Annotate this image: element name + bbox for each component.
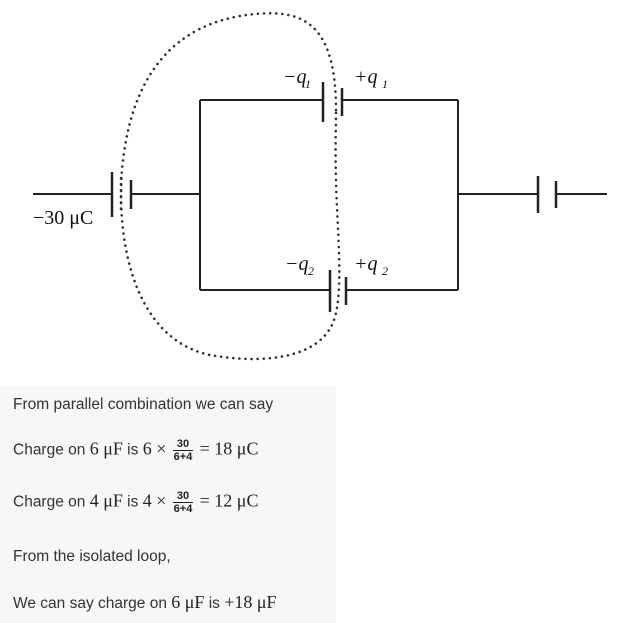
circuit-diagram: −30 μC −q 1 +q 1 −q 2 +q 2: [33, 12, 607, 361]
isolated-loop-outline: [119, 12, 341, 361]
line3-numerator: 30: [172, 490, 194, 503]
line2-cap: 6 μF: [89, 438, 123, 459]
line5-result: +18 μF: [224, 592, 277, 612]
line2-numerator: 30: [172, 438, 194, 451]
line5-prefix: We can say charge on: [13, 595, 172, 612]
line2-prefix: Charge on: [13, 441, 90, 459]
line3-mult: 4 ×: [142, 490, 167, 511]
bottom-capacitor-pos-label: +q: [354, 253, 378, 275]
line3-is: is: [122, 493, 143, 511]
top-capacitor-neg-sub: 1: [305, 77, 311, 91]
bottom-capacitor-neg-label: −q: [285, 253, 309, 275]
charge-left-label: −30 μC: [33, 207, 93, 229]
solution-panel: From parallel combination we can say Cha…: [0, 386, 336, 623]
solution-line-4: From the isolated loop,: [13, 548, 171, 565]
line2-is: is: [122, 441, 143, 459]
solution-line-1: From parallel combination we can say: [13, 396, 274, 413]
line3-prefix: Charge on: [13, 493, 90, 511]
top-capacitor-pos-label: +q: [354, 66, 378, 88]
line3-cap: 4 μF: [89, 490, 123, 511]
line3-denominator: 6+4: [173, 503, 193, 515]
line5-cap: 6 μF: [171, 592, 205, 612]
solution-line-5: We can say charge on 6 μF is +18 μF: [13, 592, 277, 613]
line2-result: = 18 μC: [199, 438, 259, 459]
line2-mult: 6 ×: [142, 438, 167, 459]
line5-is: is: [204, 595, 225, 612]
line2-denominator: 6+4: [173, 451, 193, 463]
bottom-capacitor-pos-sub: 2: [382, 264, 388, 278]
top-capacitor-pos-sub: 1: [382, 77, 388, 91]
top-capacitor-neg-label: −q: [283, 66, 307, 88]
bottom-capacitor-neg-sub: 2: [308, 264, 314, 278]
line3-result: = 12 μC: [199, 490, 259, 511]
